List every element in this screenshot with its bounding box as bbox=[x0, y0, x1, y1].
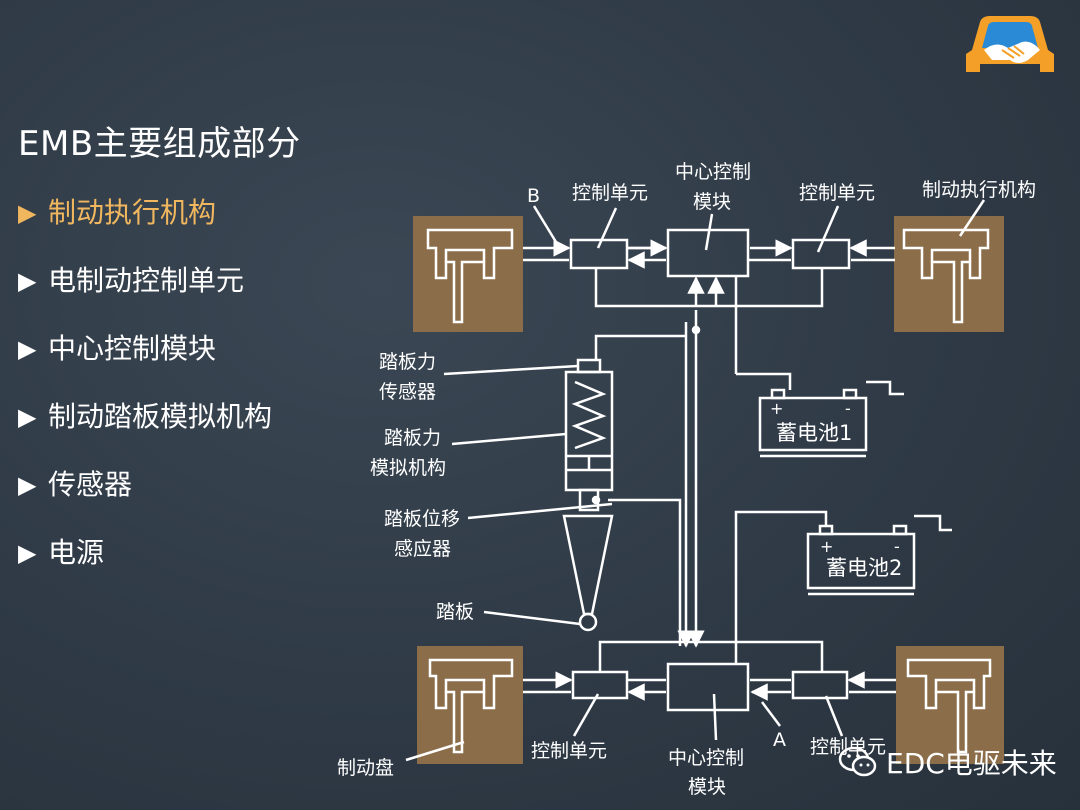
control-unit-bottom-right bbox=[791, 670, 849, 700]
battery-2-plus: + bbox=[820, 537, 833, 556]
list-item-label: 制动踏板模拟机构 bbox=[48, 400, 273, 433]
label-a: A bbox=[773, 729, 786, 751]
label-top-right-control-unit: 控制单元 bbox=[799, 182, 875, 204]
play-arrow-icon: ▶ bbox=[18, 539, 37, 567]
control-unit-top-left bbox=[569, 238, 629, 270]
pedal-simulator bbox=[562, 358, 614, 632]
battery-2 bbox=[734, 510, 952, 664]
list-item-label: 传感器 bbox=[48, 468, 133, 501]
label-brake-disc: 制动盘 bbox=[337, 757, 394, 779]
list-item-sensor[interactable]: ▶ 传感器 bbox=[18, 466, 272, 534]
battery-2-minus: - bbox=[894, 537, 900, 556]
play-arrow-icon: ▶ bbox=[18, 335, 37, 363]
list-item-power[interactable]: ▶ 电源 bbox=[18, 534, 272, 602]
brake-actuator-bottom-right bbox=[896, 646, 1004, 764]
list-item-central-module[interactable]: ▶ 中心控制模块 bbox=[18, 330, 272, 398]
wechat-icon bbox=[838, 746, 877, 777]
play-arrow-icon: ▶ bbox=[18, 199, 37, 227]
label-bottom-center-module-line2: 模块 bbox=[688, 776, 726, 798]
list-item-label: 制动执行机构 bbox=[48, 196, 217, 229]
label-top-left-control-unit: 控制单元 bbox=[572, 182, 648, 204]
list-item-label: 电源 bbox=[48, 536, 105, 569]
label-bottom-right-control-unit: 控制单元 bbox=[810, 736, 886, 758]
label-pedal-force-sim-line1: 踏板力 bbox=[384, 427, 441, 449]
label-pedal-force-sensor-line1: 踏板力 bbox=[379, 351, 436, 373]
battery-1-label: 蓄电池1 bbox=[776, 421, 852, 445]
list-item-actuator[interactable]: ▶ 制动执行机构 bbox=[18, 194, 272, 262]
component-list: ▶ 制动执行机构 ▶ 电制动控制单元 ▶ 中心控制模块 ▶ 制动踏板模拟机构 ▶… bbox=[18, 194, 272, 602]
label-bottom-center-module-line1: 中心控制 bbox=[668, 747, 744, 769]
central-module-bottom bbox=[666, 662, 750, 712]
control-unit-bottom-left bbox=[571, 670, 629, 700]
page-title: EMB主要组成部分 bbox=[18, 124, 301, 164]
play-arrow-icon: ▶ bbox=[18, 267, 37, 295]
list-item-label: 中心控制模块 bbox=[48, 332, 217, 365]
battery-2-label: 蓄电池2 bbox=[826, 556, 902, 580]
label-bottom-left-control-unit: 控制单元 bbox=[531, 740, 607, 762]
label-top-center-module-line1: 中心控制 bbox=[675, 161, 751, 183]
car-handshake-logo-icon bbox=[966, 16, 1054, 72]
list-item-pedal-simulator[interactable]: ▶ 制动踏板模拟机构 bbox=[18, 398, 272, 466]
list-item-control-unit[interactable]: ▶ 电制动控制单元 bbox=[18, 262, 272, 330]
list-item-label: 电制动控制单元 bbox=[48, 264, 245, 297]
watermark: EDC电驱未来 bbox=[838, 742, 1057, 782]
label-b: B bbox=[527, 185, 540, 207]
play-arrow-icon: ▶ bbox=[18, 403, 37, 431]
central-module-top bbox=[666, 228, 750, 278]
label-pedal-disp-sensor-line2: 感应器 bbox=[394, 538, 451, 560]
label-pedal-disp-sensor-line1: 踏板位移 bbox=[384, 508, 460, 530]
label-top-right-actuator: 制动执行机构 bbox=[922, 179, 1036, 201]
watermark-text: EDC电驱未来 bbox=[886, 747, 1057, 780]
brake-actuator-bottom-left bbox=[417, 646, 523, 764]
brake-actuator-top-right bbox=[894, 216, 1004, 332]
battery-1 bbox=[758, 380, 904, 458]
label-top-center-module-line2: 模块 bbox=[693, 191, 731, 213]
brake-actuator-top-left bbox=[413, 216, 523, 332]
play-arrow-icon: ▶ bbox=[18, 471, 37, 499]
label-pedal-force-sensor-line2: 传感器 bbox=[379, 381, 436, 403]
label-pedal-force-sim-line2: 模拟机构 bbox=[370, 457, 446, 479]
battery-1-plus: + bbox=[770, 399, 783, 418]
label-pedal: 踏板 bbox=[436, 601, 474, 623]
battery-1-minus: - bbox=[845, 399, 851, 418]
